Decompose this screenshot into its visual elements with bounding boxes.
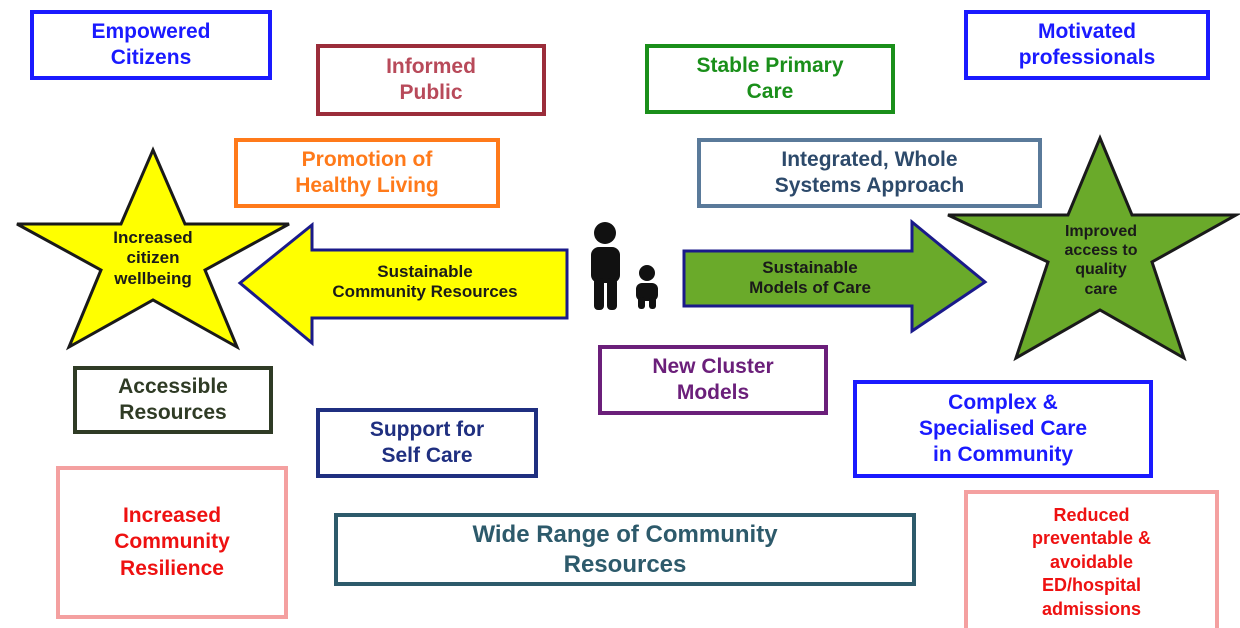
promotion-healthy-living-box: Promotion of Healthy Living: [234, 138, 500, 208]
right-arrow: [682, 218, 988, 334]
right-star: [947, 134, 1240, 362]
increased-community-resilience-box: Increased Community Resilience: [56, 466, 288, 619]
reduced-admissions-box: Reduced preventable & avoidable ED/hospi…: [964, 490, 1219, 628]
adult-child-icon: [591, 222, 658, 310]
left-star: [16, 146, 290, 351]
right-star-label: Improved access to quality care: [1064, 223, 1138, 298]
right-arrow-label: Sustainable Models of Care: [749, 258, 871, 298]
wide-range-resources-box: Wide Range of Community Resources: [334, 513, 916, 586]
integrated-whole-systems-box: Integrated, Whole Systems Approach: [697, 138, 1042, 208]
left-arrow-label: Sustainable Community Resources: [332, 262, 518, 302]
left-star-label: Increased citizen wellbeing: [113, 228, 193, 288]
support-self-care-box: Support for Self Care: [316, 408, 538, 478]
left-arrow: [237, 221, 569, 347]
new-cluster-models-box: New Cluster Models: [598, 345, 828, 415]
complex-specialised-care-box: Complex & Specialised Care in Community: [853, 380, 1153, 478]
accessible-resources-box: Accessible Resources: [73, 366, 273, 434]
stable-primary-care-box: Stable Primary Care: [645, 44, 895, 114]
empowered-citizens-box: Empowered Citizens: [30, 10, 272, 80]
informed-public-box: Informed Public: [316, 44, 546, 116]
motivated-professionals-box: Motivated professionals: [964, 10, 1210, 80]
